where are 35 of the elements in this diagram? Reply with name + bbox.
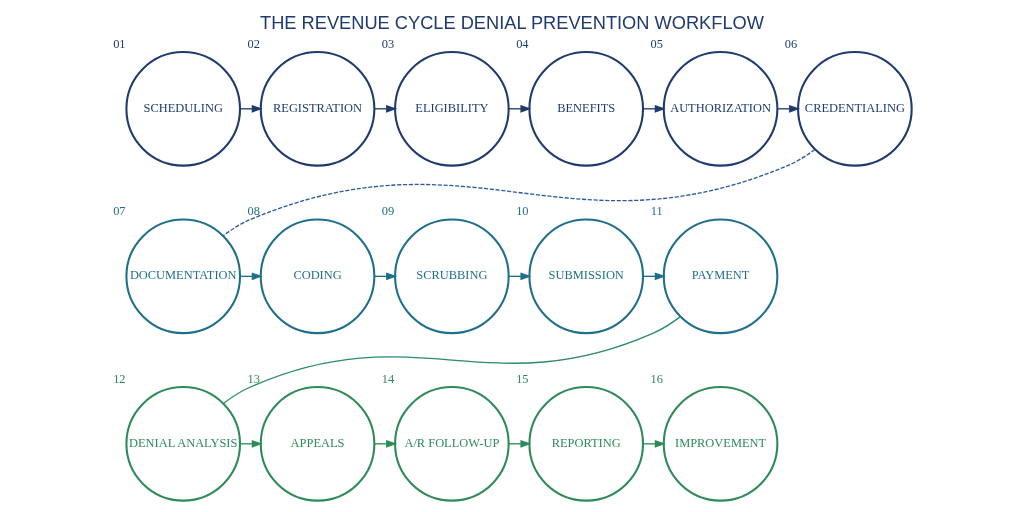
node-circle: SCHEDULING bbox=[125, 50, 242, 167]
node-label: 12 bbox=[113, 371, 126, 386]
node-label: 04 bbox=[516, 36, 529, 51]
node-label: 10 bbox=[516, 204, 529, 219]
node-circle: ELIGIBILITY bbox=[394, 50, 510, 167]
node-circle: A/R FOLLOW-UP bbox=[394, 386, 510, 502]
connector bbox=[222, 148, 816, 237]
node-circle: AUTHORIZATION bbox=[662, 50, 779, 167]
node-label: 13 bbox=[247, 371, 260, 386]
node-label: 06 bbox=[784, 36, 798, 51]
node-label: 07 bbox=[113, 204, 126, 219]
diagram-title: THE REVENUE CYCLE DENIAL PREVENTION WORKFLOW bbox=[260, 12, 764, 34]
node-circle: CODING bbox=[259, 218, 376, 335]
node-circle: IMPROVEMENT bbox=[662, 386, 779, 502]
node-circle: BENEFITS bbox=[528, 50, 645, 167]
node-circle: REGISTRATION bbox=[259, 50, 376, 167]
node-label: 01 bbox=[113, 36, 126, 51]
node-circle: APPEALS bbox=[259, 386, 376, 502]
connector bbox=[222, 316, 682, 405]
node-label: 11 bbox=[650, 204, 663, 219]
node-circle: PAYMENT bbox=[662, 218, 779, 335]
node-circle: REPORTING bbox=[528, 386, 645, 502]
node-label: 02 bbox=[247, 36, 260, 51]
node-circle: DENIAL ANALYSIS bbox=[125, 386, 242, 502]
node-circle: SUBMISSION bbox=[528, 218, 645, 335]
node-label: 05 bbox=[650, 36, 663, 51]
node-label: 08 bbox=[247, 204, 260, 219]
node-label: 09 bbox=[381, 204, 395, 219]
node-label: 14 bbox=[381, 371, 395, 386]
node-circle: CREDENTIALING bbox=[797, 50, 913, 167]
node-label: 15 bbox=[516, 371, 529, 386]
node-circle: DOCUMENTATION bbox=[125, 218, 242, 335]
node-circle: SCRUBBING bbox=[394, 218, 510, 335]
node-label: 16 bbox=[650, 371, 663, 386]
node-label: 03 bbox=[381, 36, 395, 51]
